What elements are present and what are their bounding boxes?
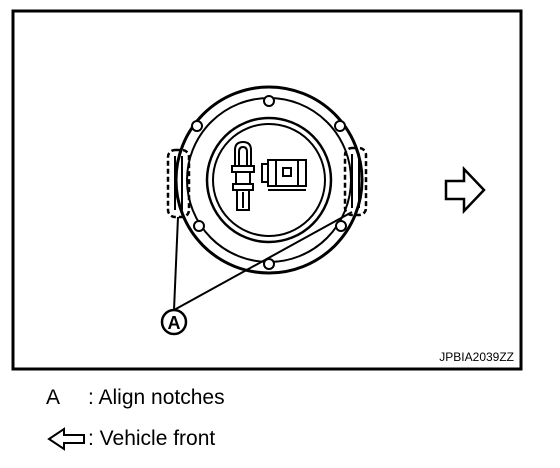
bolt-hole bbox=[191, 120, 203, 132]
bolt-hole bbox=[335, 220, 347, 232]
legend-text-vehicle-front: : Vehicle front bbox=[88, 427, 216, 450]
callout-a-label: A bbox=[168, 313, 181, 333]
left-align-notch bbox=[166, 148, 191, 219]
fuel-outlet-tube bbox=[231, 140, 255, 211]
callout-leaders bbox=[173, 211, 353, 311]
diagram-figure: A JPBIA2039ZZ bbox=[11, 9, 523, 371]
callout-a: A bbox=[160, 308, 188, 336]
hollow-arrow-right-icon bbox=[444, 165, 486, 215]
bolt-hole bbox=[334, 120, 346, 132]
bolt-hole bbox=[263, 258, 275, 270]
bolt-hole bbox=[263, 95, 275, 107]
figure-code: JPBIA2039ZZ bbox=[439, 350, 514, 364]
flange-inner-face bbox=[212, 123, 326, 237]
legend-text-align-notches: : Align notches bbox=[88, 386, 225, 409]
flange-inner-rim bbox=[205, 116, 333, 244]
harness-connector bbox=[261, 159, 307, 191]
figure-frame bbox=[11, 9, 523, 371]
bolt-hole bbox=[193, 220, 205, 232]
legend-key-a: A bbox=[46, 386, 61, 409]
hollow-arrow-left-icon bbox=[47, 427, 85, 451]
legend-item-align-notches: A : Align notches bbox=[46, 384, 225, 412]
bolt-holes bbox=[191, 95, 347, 270]
right-align-notch bbox=[343, 146, 368, 217]
legend-item-vehicle-front: : Vehicle front bbox=[46, 425, 215, 453]
